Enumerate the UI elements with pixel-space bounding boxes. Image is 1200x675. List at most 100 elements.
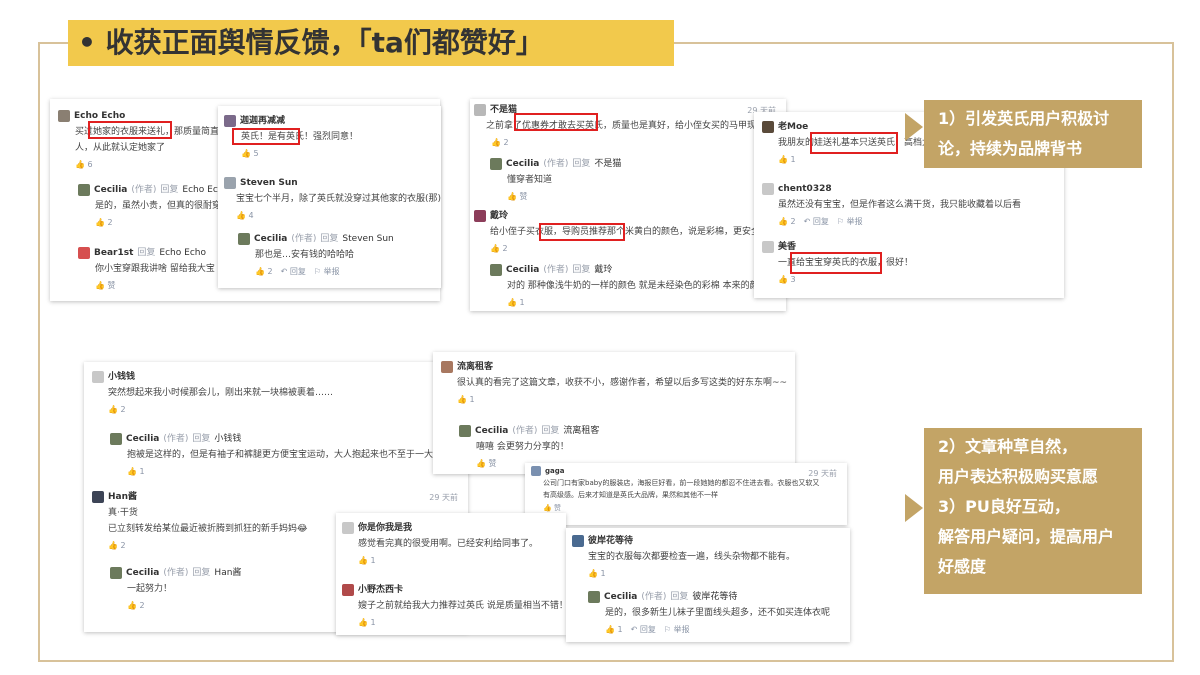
like-button[interactable]: 👍 5 (241, 149, 259, 158)
like-button[interactable]: 👍 赞 (95, 281, 116, 290)
like-button[interactable]: 👍 1 (507, 298, 525, 307)
like-button[interactable]: 👍 2 (778, 217, 796, 226)
comment-text: 对的 那种像浅牛奶的一样的颜色 就是未经染色的彩棉 本来的颜色 (507, 281, 768, 291)
commenter-name[interactable]: chent0328 (778, 184, 832, 194)
commenter-name[interactable]: 流离租客 (457, 362, 494, 372)
comment-text: 买过她家的衣服来送礼，那质量简直 (75, 127, 220, 137)
comment-text: 人，从此就认定她家了 (75, 143, 166, 153)
comment-text: 是的，很多新生儿袜子里面线头超多，还不如买连体衣呢 (605, 608, 831, 618)
comment-text: 我朋友的娃送礼基本只送英氏，高档大气 (778, 138, 941, 148)
avatar (342, 584, 354, 596)
callout-2: 2）文章种草自然， 用户表达积极购买意愿 3）PU良好互动， 解答用户疑问，提高… (924, 428, 1142, 594)
comment: 美香 一直给宝宝穿英氏的衣服，很好！ 👍 3 (762, 240, 913, 287)
commenter-name[interactable]: Cecilia (506, 159, 540, 169)
comment-reply: Cecilia(作者)回复戴玲 对的 那种像浅牛奶的一样的颜色 就是未经染色的彩… (490, 263, 768, 310)
comment-text: 嘻嘻 会更努力分享的！ (476, 442, 569, 452)
comment: chent0328 虽然还没有宝宝，但是作者这么满干货，我只能收藏着以后看 👍 … (762, 182, 1021, 229)
commenter-name[interactable]: Steven Sun (240, 178, 298, 188)
like-button[interactable]: 👍 2 (490, 244, 508, 253)
avatar (342, 522, 354, 534)
avatar (490, 158, 502, 170)
comment-text: 真·干货 (108, 508, 138, 518)
comment: Echo Echo 买过她家的衣服来送礼，那质量简直 人，从此就认定她家了 👍 … (58, 109, 219, 172)
comment-actions[interactable]: ↶ 回复 ⚐ 举报 (630, 625, 690, 634)
comment-card-6: 流离租客 很认真的看完了这篇文章，收获不小，感谢作者，希望以后多写这类的好东东啊… (433, 352, 795, 474)
commenter-name[interactable]: Han酱 (108, 492, 138, 502)
highlight-box (514, 113, 598, 131)
like-button[interactable]: 👍 赞 (476, 459, 497, 468)
commenter-name[interactable]: Cecilia (475, 426, 509, 436)
like-button[interactable]: 👍 2 (108, 541, 126, 550)
commenter-name[interactable]: 不是猫 (490, 105, 518, 115)
like-button[interactable]: 👍 1 (588, 569, 606, 578)
commenter-name[interactable]: Cecilia (604, 592, 638, 602)
comment-text: 一起努力！ (127, 584, 173, 594)
like-button[interactable]: 👍 2 (491, 138, 509, 147)
like-button[interactable]: 👍 2 (108, 405, 126, 414)
commenter-name[interactable]: gaga (545, 467, 565, 475)
commenter-name[interactable]: 戴玲 (490, 211, 509, 221)
comment-text: 宝宝七个半月，除了英氏就没穿过其他家的衣服(那) (236, 194, 441, 204)
commenter-name[interactable]: Cecilia (254, 234, 288, 244)
like-button[interactable]: 👍 1 (358, 618, 376, 627)
avatar (78, 184, 90, 196)
avatar (441, 361, 453, 373)
like-button[interactable]: 👍 1 (605, 625, 623, 634)
avatar (238, 233, 250, 245)
comment-card-7: 29 天前 gaga 公司门口有家baby的服装店，海报巨好看，前一段她她的都忍… (525, 463, 847, 525)
like-button[interactable]: 👍 赞 (507, 192, 528, 201)
avatar (474, 104, 486, 116)
commenter-name[interactable]: Cecilia (126, 434, 160, 444)
comment-reply: Cecilia(作者)回复小钱钱 抱被是这样的，但是有袖子和裤腿更方便宝宝运动，… (110, 432, 442, 479)
comment: 流离租客 很认真的看完了这篇文章，收获不小，感谢作者，希望以后多写这类的好东东啊… (441, 360, 787, 407)
highlight-box (539, 223, 625, 241)
comment-actions[interactable]: ↶ 回复 ⚐ 举报 (280, 267, 340, 276)
comment-card-8: 你是你我是我 感觉看完真的很受用啊。已经安利给同事了。 👍 1 小野杰西卡 嫂子… (336, 513, 566, 635)
commenter-name[interactable]: 老Moe (778, 122, 809, 132)
commenter-name[interactable]: 你是你我是我 (358, 523, 413, 533)
avatar (762, 183, 774, 195)
comment-text: 虽然还没有宝宝，但是作者这么满干货，我只能收藏着以后看 (778, 200, 1022, 210)
like-button[interactable]: 👍 2 (127, 601, 145, 610)
like-button[interactable]: 👍 赞 (543, 504, 561, 512)
commenter-name[interactable]: 美香 (778, 242, 797, 252)
avatar (474, 210, 486, 222)
comment: 你是你我是我 感觉看完真的很受用啊。已经安利给同事了。 👍 1 (342, 521, 538, 568)
like-button[interactable]: 👍 1 (778, 155, 796, 164)
commenter-name[interactable]: 迦迦再减减 (240, 116, 286, 126)
avatar (531, 466, 541, 476)
comment-actions[interactable]: ↶ 回复 ⚐ 举报 (803, 217, 863, 226)
like-button[interactable]: 👍 2 (95, 218, 113, 227)
comment-text: 之前拿了优惠券才敢去买英氏，质量也是真好，给小侄女买的马甲现在都领新 (486, 121, 786, 131)
comment-text: 是的，虽然小贵，但真的很耐穿 (95, 201, 222, 211)
like-button[interactable]: 👍 4 (236, 211, 254, 220)
comment: 老Moe 我朋友的娃送礼基本只送英氏，高档大气 👍 1 (762, 120, 940, 167)
commenter-name[interactable]: Cecilia (94, 185, 128, 195)
avatar (224, 115, 236, 127)
like-button[interactable]: 👍 3 (778, 275, 796, 284)
commenter-name[interactable]: Cecilia (126, 568, 160, 578)
highlight-box (810, 132, 898, 154)
commenter-name[interactable]: 小钱钱 (108, 372, 136, 382)
timestamp: 29 天前 (808, 469, 837, 478)
like-button[interactable]: 👍 1 (358, 556, 376, 565)
like-button[interactable]: 👍 1 (127, 467, 145, 476)
comment: gaga 公司门口有家baby的服装店，海报巨好看，前一段她她的都忍不住进去看。… (531, 466, 819, 513)
avatar (110, 567, 122, 579)
commenter-name[interactable]: Cecilia (506, 265, 540, 275)
like-button[interactable]: 👍 6 (75, 160, 93, 169)
highlight-box (232, 128, 300, 145)
commenter-name[interactable]: 小野杰西卡 (358, 585, 404, 595)
comment-reply: Cecilia(作者)回复彼岸花等待 是的，很多新生儿袜子里面线头超多，还不如买… (588, 590, 830, 637)
commenter-name[interactable]: Echo Echo (74, 111, 126, 121)
commenter-name[interactable]: 彼岸花等待 (588, 536, 634, 546)
comment-card-2: 迦迦再减减 英氏！是有英氏！强烈同意！ 👍 5 Steven Sun 宝宝七个半… (218, 106, 441, 288)
like-button[interactable]: 👍 1 (457, 395, 475, 404)
callout-arrow (905, 494, 923, 522)
comment-text: 一直给宝宝穿英氏的衣服，很好！ (778, 258, 914, 268)
avatar (572, 535, 584, 547)
like-button[interactable]: 👍 2 (255, 267, 273, 276)
avatar (490, 264, 502, 276)
commenter-name[interactable]: Bear1st (94, 248, 134, 258)
